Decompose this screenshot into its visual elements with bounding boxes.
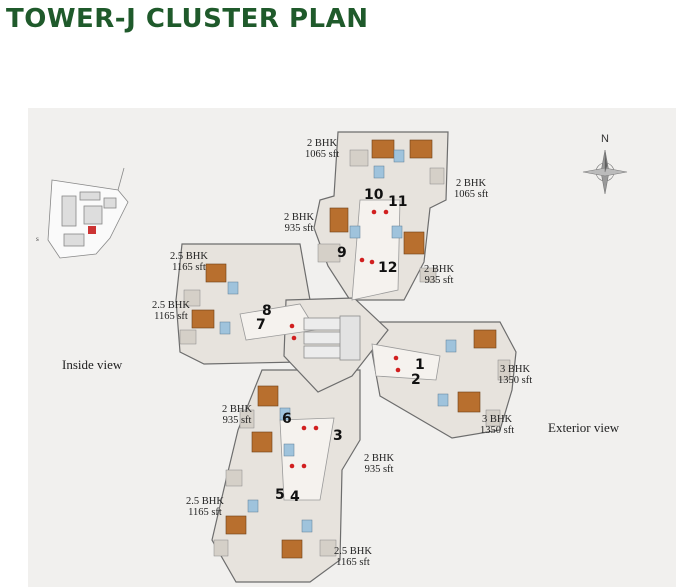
unit-number-12: 12 bbox=[378, 260, 398, 276]
key-plan-marker: S bbox=[36, 238, 39, 243]
unit-number-7: 7 bbox=[256, 317, 266, 333]
inside-view-label: Inside view bbox=[62, 357, 123, 372]
unit-number-3: 3 bbox=[333, 428, 343, 444]
key-plan-map bbox=[47, 167, 129, 259]
unit-number-8: 8 bbox=[262, 303, 272, 319]
unit-number-11: 11 bbox=[388, 194, 408, 210]
room-floors bbox=[191, 139, 497, 559]
compass-north-label: N bbox=[601, 133, 609, 145]
unit-number-4: 4 bbox=[290, 489, 300, 505]
compass-rose bbox=[582, 149, 628, 195]
unit-number-1: 1 bbox=[415, 357, 425, 373]
unit-entry-markers bbox=[289, 209, 401, 469]
page-title: TOWER-J CLUSTER PLAN bbox=[6, 4, 369, 34]
bathrooms bbox=[219, 149, 457, 533]
unit-number-2: 2 bbox=[411, 372, 421, 388]
unit-number-6: 6 bbox=[282, 411, 292, 427]
unit-number-10: 10 bbox=[364, 187, 384, 203]
exterior-view-label: Exterior view bbox=[548, 420, 620, 435]
unit-number-9: 9 bbox=[337, 245, 347, 261]
unit-number-5: 5 bbox=[275, 487, 285, 503]
